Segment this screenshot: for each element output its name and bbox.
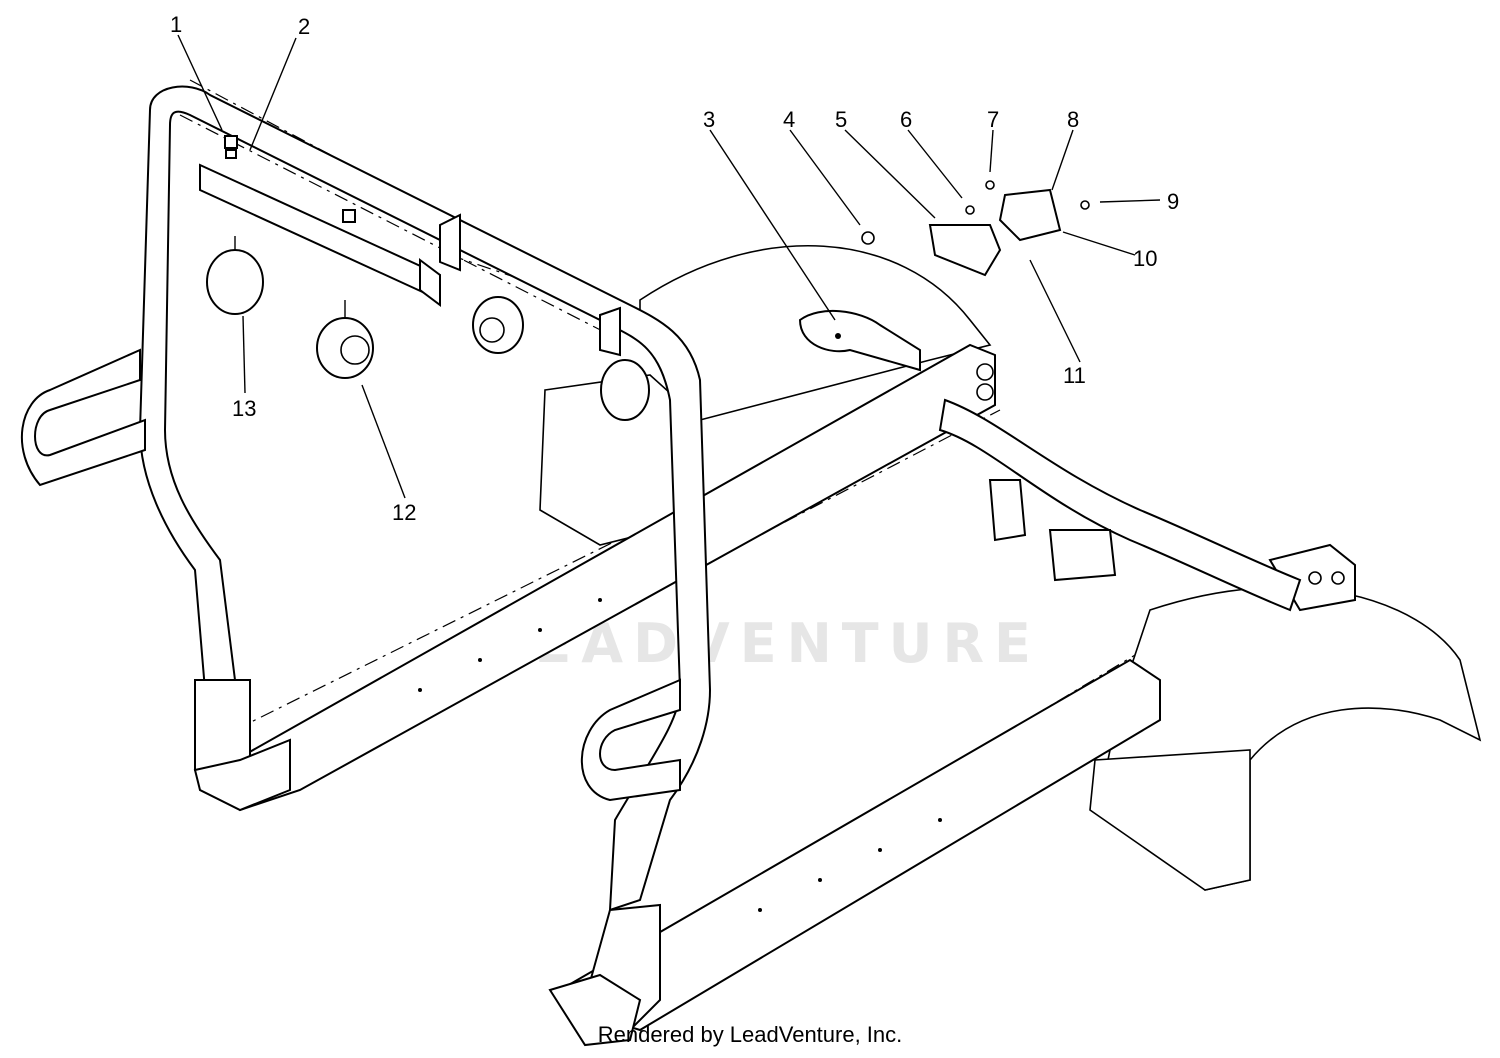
fasteners	[224, 135, 1090, 245]
callout-7: 7	[987, 107, 999, 132]
callout-12: 12	[392, 500, 416, 525]
roll-bar-tubes	[20, 85, 1302, 912]
callout-13: 13	[232, 396, 256, 421]
callout-1: 1	[170, 12, 182, 37]
callout-4: 4	[783, 107, 795, 132]
callout-labels: 1 2 3 4 5 6 7 8 9 10 11 12 13	[170, 12, 1179, 525]
callout-2: 2	[298, 14, 310, 39]
callout-3: 3	[703, 107, 715, 132]
rail-holes	[418, 598, 942, 912]
callout-6: 6	[900, 107, 912, 132]
callout-5: 5	[835, 107, 847, 132]
callout-8: 8	[1067, 107, 1079, 132]
switch-assembly	[798, 188, 1062, 372]
headlights	[206, 236, 650, 421]
mount-brackets	[193, 479, 1117, 1047]
light-bar-bracket	[199, 163, 621, 357]
callout-10: 10	[1133, 246, 1157, 271]
footer-credit: Rendered by LeadVenture, Inc.	[597, 1022, 903, 1047]
leader-lines	[177, 34, 1161, 499]
callout-9: 9	[1167, 189, 1179, 214]
callout-11: 11	[1063, 363, 1086, 388]
